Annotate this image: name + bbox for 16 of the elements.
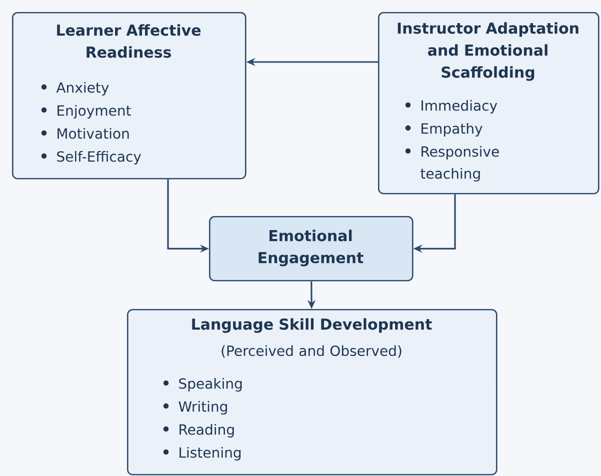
bullet-item: Enjoyment <box>41 104 131 119</box>
bullet-item: Immediacy <box>405 100 498 114</box>
bullet-item: Writing <box>163 400 227 415</box>
bullet-item: Speaking <box>163 378 242 392</box>
bullet-item: Empathy <box>405 122 482 137</box>
box-heading: Language Skill Development <box>192 318 432 333</box>
box-heading: Instructor Adaptation and Emotional Scaffolding <box>398 22 578 81</box>
box-heading: Emotional Engagement <box>258 230 364 266</box>
bullet-item: Responsive teaching <box>405 146 499 182</box>
bullet-item: Motivation <box>41 128 129 139</box>
bullet-item: Self-Efficacy <box>41 150 142 165</box>
bullet-item: Listening <box>163 446 241 461</box>
box-heading: Learner Affective Readiness <box>57 24 201 58</box>
bullet-item: Reading <box>163 424 234 438</box>
bullet-item: Anxiety <box>41 82 109 96</box>
box-subtitle: (Perceived and Observed) <box>222 345 402 358</box>
